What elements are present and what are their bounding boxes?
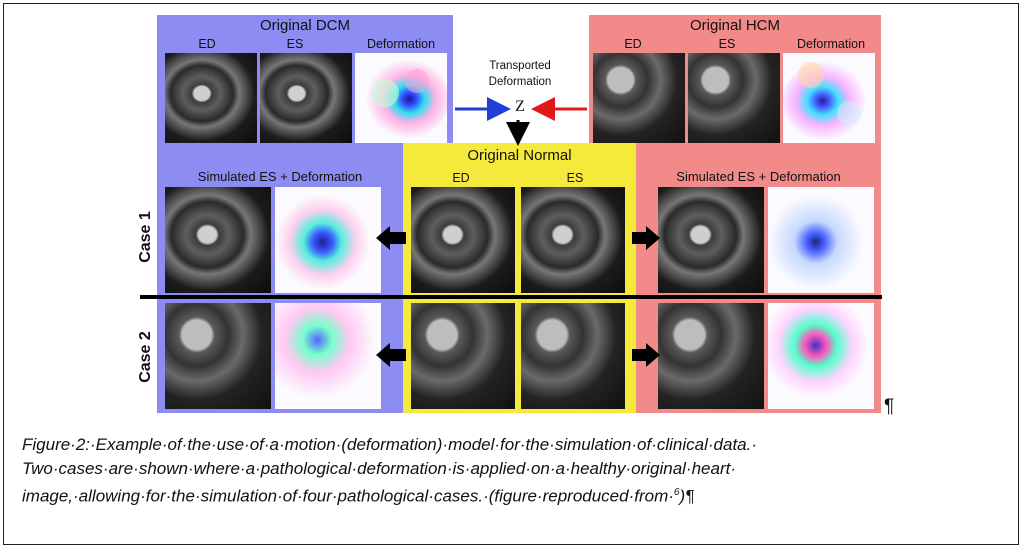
deformation-field-graphic <box>275 303 381 409</box>
transport-label-line1: Transported <box>489 60 551 72</box>
normal-case1-es-image <box>521 187 625 293</box>
dcm-deformation-label: Deformation <box>366 37 436 51</box>
figure-caption: Figure·2:·Example·of·the·use·of·a·motion… <box>22 433 1012 509</box>
dcm-case2-simulated-image <box>165 303 271 409</box>
deformation-field-graphic <box>361 59 447 139</box>
hcm-simulated-label: Simulated ES + Deformation <box>676 169 841 184</box>
dcm-es-label: ES <box>286 37 304 51</box>
caption-reference: 6 <box>673 487 680 498</box>
normal-ed-label: ED <box>452 171 470 185</box>
hcm-case2-simulated-image <box>658 303 764 409</box>
caption-line-2: Two·cases·are·shown·where·a·pathological… <box>22 459 736 478</box>
hcm-title: Original HCM <box>689 17 780 34</box>
caption-line-1: Figure·2:·Example·of·the·use·of·a·motion… <box>22 435 758 454</box>
hcm-case1-simulated-image <box>658 187 764 293</box>
normal-panel: Original Normal ED ES <box>403 143 636 413</box>
figure-frame <box>3 3 1019 545</box>
normal-case2-es-image <box>521 303 625 409</box>
z-symbol: Z <box>515 98 525 115</box>
hcm-ed-label: ED <box>624 37 642 51</box>
hcm-es-label: ES <box>718 37 736 51</box>
deformation-field-graphic <box>275 187 381 293</box>
hcm-deformation-image <box>783 53 875 143</box>
hcm-simulated-panel: Simulated ES + Deformation <box>636 143 881 413</box>
transport-label-line2: Deformation <box>488 76 552 88</box>
normal-es-label: ES <box>566 171 584 185</box>
deformation-field-graphic <box>783 61 871 141</box>
hcm-panel: Original HCM ED ES Deformation <box>589 15 881 143</box>
dcm-simulated-label: Simulated ES + Deformation <box>197 169 363 184</box>
case1-label: Case 1 <box>136 211 154 263</box>
caption-line-3-text: image,·allowing·for·the·simulation·of·fo… <box>22 486 674 506</box>
hcm-case2-deformation-image <box>768 303 874 409</box>
normal-title: Original Normal <box>467 147 572 164</box>
caption-line-3: image,·allowing·for·the·simulation·of·fo… <box>22 481 1012 509</box>
case2-label: Case 2 <box>136 331 154 383</box>
dcm-case1-simulated-image <box>165 187 271 293</box>
normal-case2-ed-image <box>411 303 515 409</box>
dcm-case1-deformation-image <box>275 187 381 293</box>
dcm-es-image <box>260 53 352 143</box>
hcm-case1-deformation-image <box>768 187 874 293</box>
dcm-case2-deformation-image <box>275 303 381 409</box>
deformation-field-graphic <box>768 303 874 409</box>
caption-line-3-end: )¶ <box>679 486 695 506</box>
dcm-panel: Original DCM ED ES Deformation <box>157 15 453 143</box>
dcm-title: Original DCM <box>259 17 350 34</box>
dcm-ed-label: ED <box>198 37 216 51</box>
pilcrow-mark: ¶ <box>884 396 895 417</box>
hcm-ed-image <box>593 53 685 143</box>
dcm-ed-image <box>165 53 257 143</box>
hcm-es-image <box>688 53 780 143</box>
left-arrow-case1-icon <box>376 226 406 250</box>
right-arrow-case1-icon <box>632 226 660 250</box>
dcm-deformation-image <box>355 53 447 143</box>
dcm-simulated-panel: Simulated ES + Deformation <box>157 143 403 413</box>
left-arrow-case2-icon <box>376 343 406 367</box>
right-arrow-case2-icon <box>632 343 660 367</box>
normal-case1-ed-image <box>411 187 515 293</box>
deformation-field-graphic <box>768 187 874 293</box>
case-separator <box>140 295 882 299</box>
hcm-deformation-label: Deformation <box>796 37 866 51</box>
